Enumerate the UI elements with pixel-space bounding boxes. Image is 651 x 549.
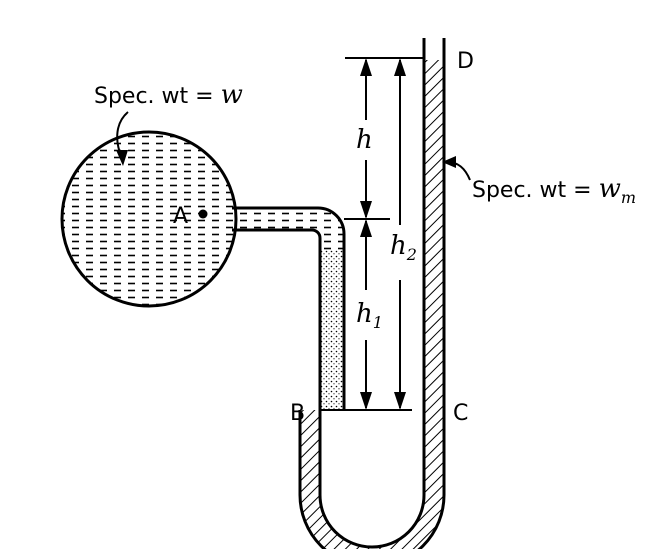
dim-h1-subscript: 1 (373, 313, 383, 332)
svg-text:Spec. wt = w: Spec. wt = w (94, 80, 243, 110)
dim-h2-label: h (390, 231, 407, 261)
dim-h2-subscript: 2 (406, 245, 417, 264)
arrow-h2-top (394, 58, 406, 76)
point-c-label: C (453, 401, 468, 426)
manometer-spec-subscript: m (621, 188, 636, 207)
svg-text:h1: h1 (356, 299, 383, 332)
arrow-h-bottom (360, 201, 372, 219)
point-a-dot (198, 209, 208, 219)
u-tube-outer (298, 38, 446, 549)
pipe-outline-top (232, 206, 346, 410)
point-d-label: D (457, 49, 474, 74)
manometer-spec-symbol: w (599, 174, 621, 204)
vessel-spec-label: Spec. wt = (94, 84, 221, 109)
point-b-label: B (290, 401, 305, 426)
arrow-h-top (360, 58, 372, 76)
manometer-liquid (300, 60, 444, 549)
arrow-h2-bottom (394, 392, 406, 410)
pipe-liquid (232, 209, 343, 250)
vessel-spec-symbol: w (221, 80, 243, 110)
left-limb-liquid (321, 248, 343, 410)
point-a-label: A (173, 204, 188, 229)
pressure-vessel (60, 130, 238, 308)
dim-h-label: h (356, 125, 373, 155)
manometer-spec-label: Spec. wt = (472, 178, 599, 203)
pipe-outline-bottom (232, 38, 426, 549)
arrow-h1-bottom (360, 392, 372, 410)
dim-h1-label: h (356, 299, 373, 329)
arrow-h1-top (360, 219, 372, 237)
svg-text:h2: h2 (390, 231, 417, 264)
svg-text:Spec. wt = wm: Spec. wt = wm (472, 174, 636, 207)
